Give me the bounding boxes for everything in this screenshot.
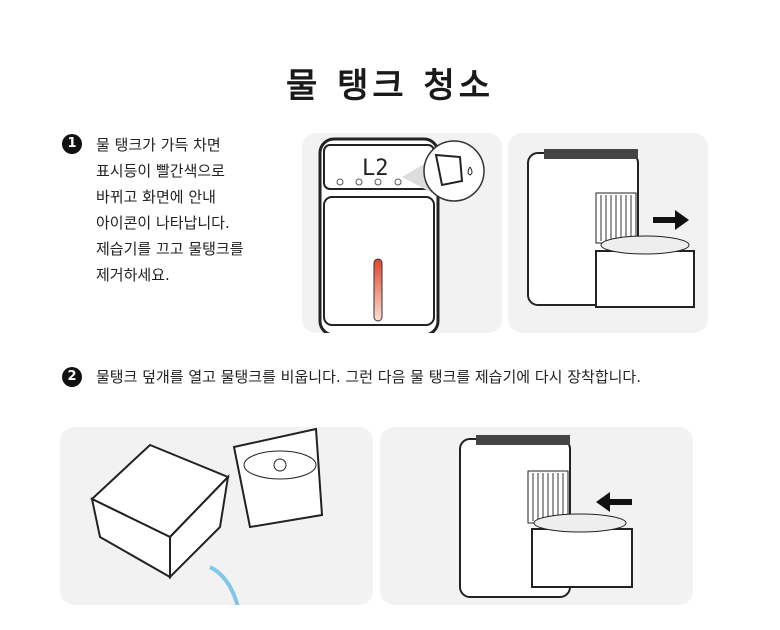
water-tank-icon (434, 153, 464, 187)
illustration-full-tank-display: L2 (302, 133, 502, 333)
step-2-text: 물탱크 덮개를 열고 물탱크를 비웁니다. 그런 다음 물 탱크를 제습기에 다… (96, 368, 641, 386)
illustration-remove-tank (508, 133, 708, 333)
step-1-text: 물 탱크가 가득 차면 표시등이 빨간색으로 바뀌고 화면에 안내 아이콘이 나… (96, 136, 244, 284)
step-number-2: 2 (62, 367, 82, 387)
tank-lid (232, 427, 324, 529)
water-stream (209, 565, 240, 605)
illustration-insert-tank (380, 427, 693, 605)
display-code: L2 (362, 156, 389, 181)
full-indicator-light (373, 258, 383, 322)
illustration-empty-tank (60, 427, 373, 605)
arrow-left-icon (596, 492, 632, 512)
step-number-1: 1 (62, 134, 82, 154)
arrow-right-icon (653, 210, 689, 230)
page-title: 물 탱크 청소 (285, 66, 495, 106)
